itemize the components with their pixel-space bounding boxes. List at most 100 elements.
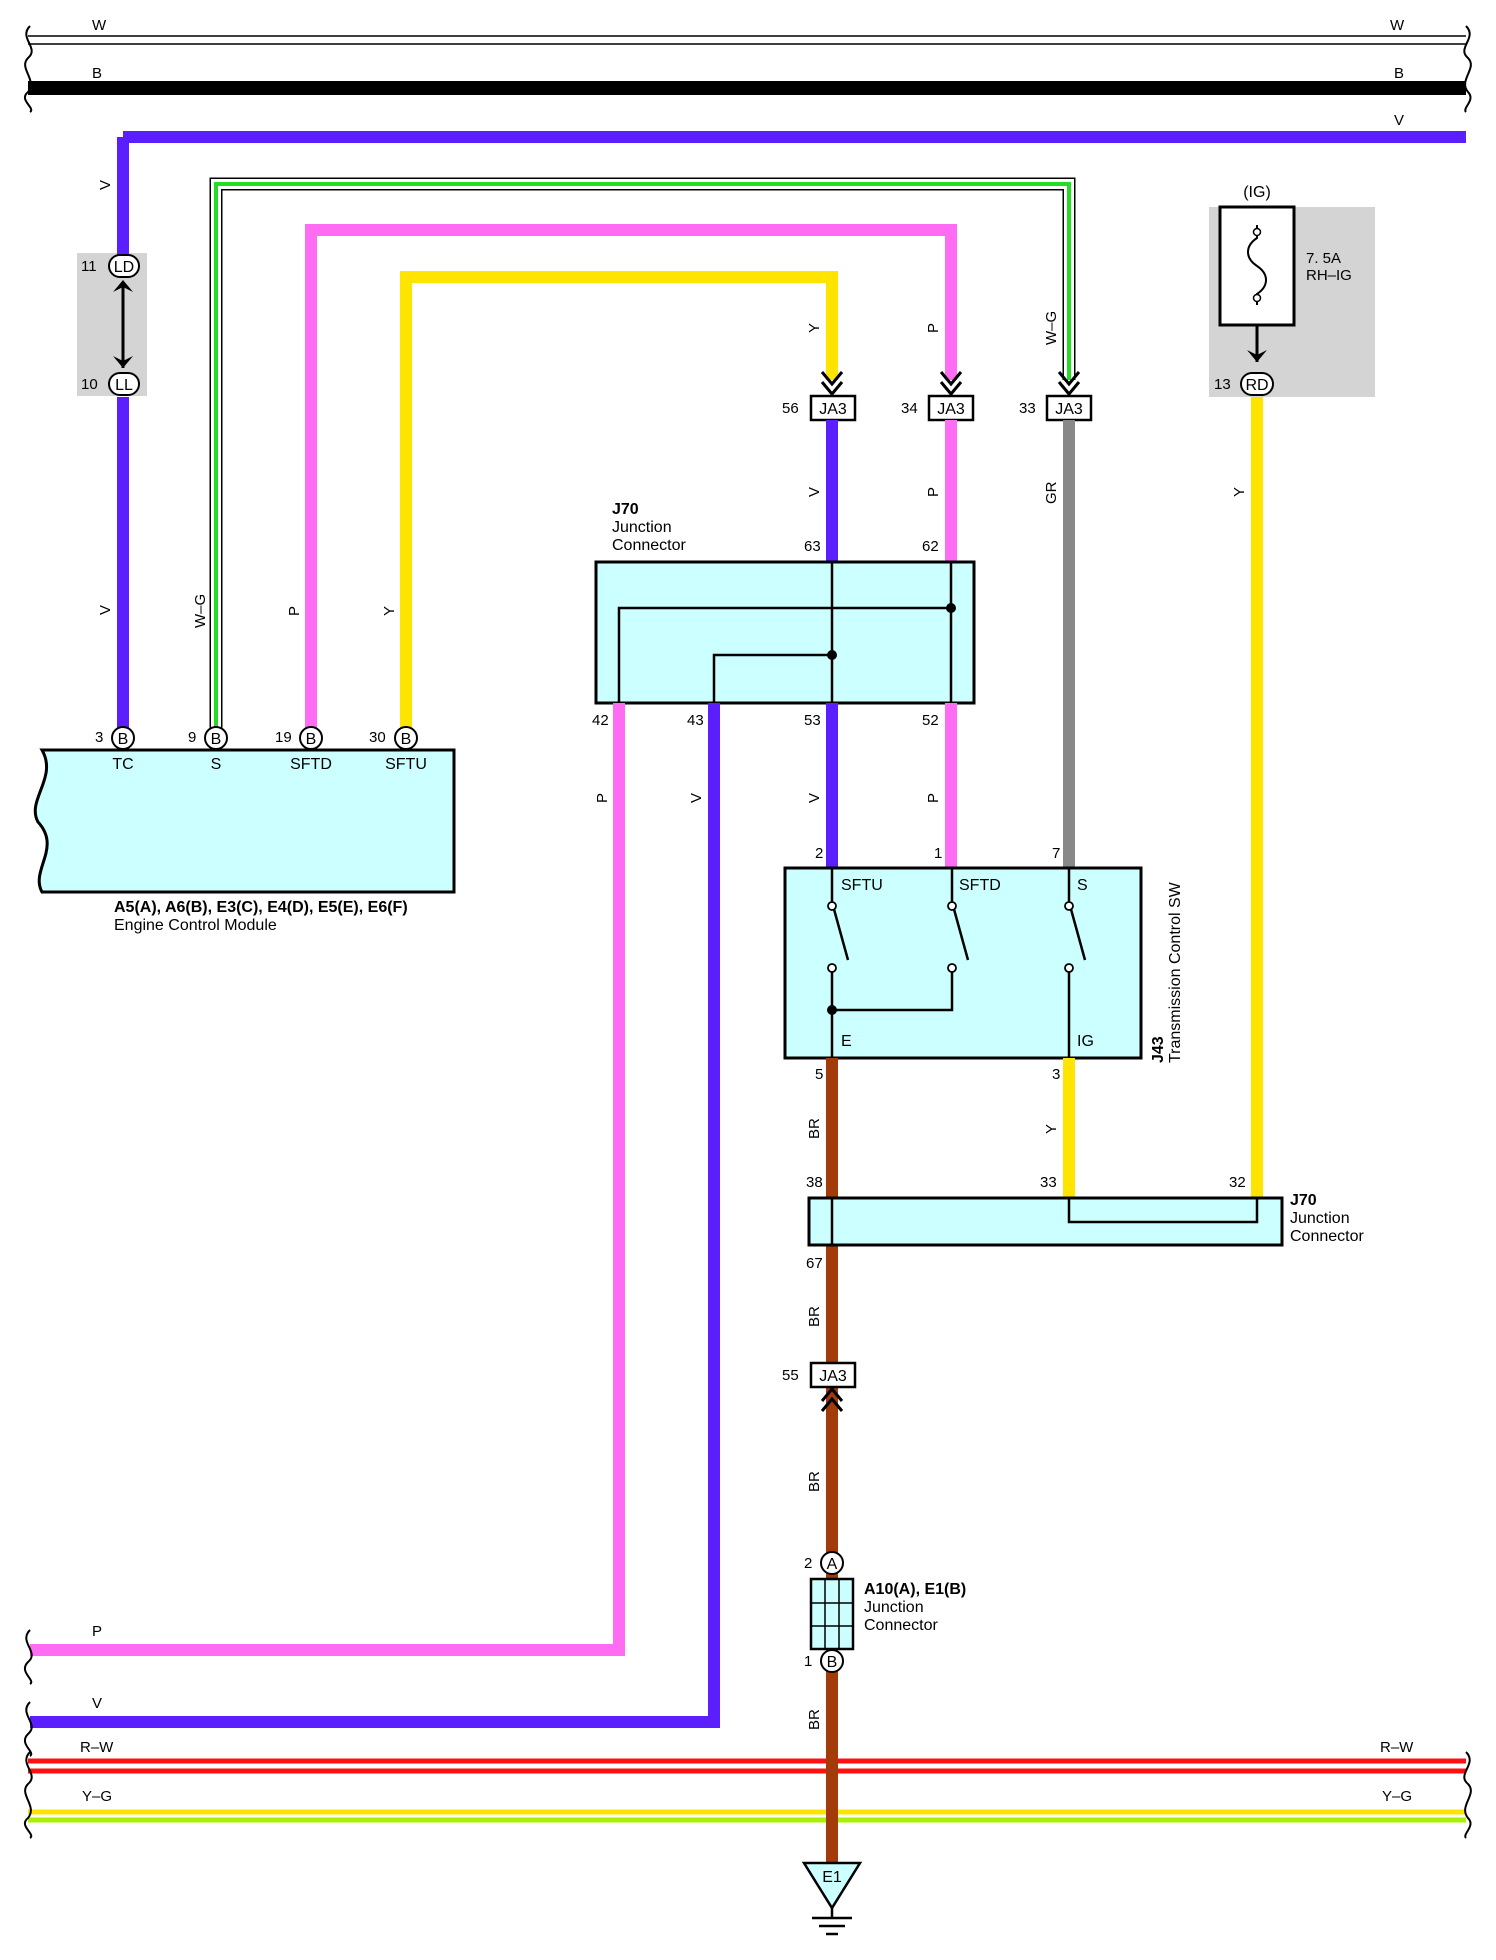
j70-mid-line2: Connector xyxy=(1290,1228,1364,1245)
j70-mid-line1: Junction xyxy=(1290,1210,1350,1227)
rd-pin: 13 xyxy=(1214,376,1231,393)
wire-v-43-label: V xyxy=(688,793,705,803)
j70-top-pin-43: 43 xyxy=(687,712,704,729)
j70-top-pin-62: 62 xyxy=(922,538,939,555)
bus-w xyxy=(28,35,1466,45)
ecm-term-circle-sftu xyxy=(394,726,418,750)
ja3-bottom-chevron-icon xyxy=(820,1386,844,1412)
j70-top-pin-63: 63 xyxy=(804,538,821,555)
ecm-box xyxy=(33,748,456,894)
switch-code: J43 xyxy=(1150,1036,1167,1063)
wire-v-53-label: V xyxy=(806,793,823,803)
wire-p-return xyxy=(30,703,625,1656)
ecm-term-tc: TC xyxy=(112,756,133,773)
rd-code: RD xyxy=(1245,377,1268,394)
ll-connector xyxy=(108,372,140,396)
wire-p-42-label: P xyxy=(594,793,611,803)
ja3-chevron-1-icon xyxy=(820,371,844,397)
ja3-2-pin: 34 xyxy=(901,400,918,417)
ll-arrow-icon xyxy=(113,356,133,368)
wire-p-ja3-label: P xyxy=(925,323,942,333)
ecm-pin-sftu: 30 xyxy=(369,729,386,746)
j70-mid-pin-32: 32 xyxy=(1229,1174,1246,1191)
ja3-bottom-box xyxy=(809,1361,857,1389)
fuse-arrow-icon xyxy=(1247,350,1267,362)
bus-yg-left-label: Y–G xyxy=(82,1788,112,1805)
ecm-pin-sftd: 19 xyxy=(275,729,292,746)
ja3-3-pin: 33 xyxy=(1019,400,1036,417)
ecm-term-circle-sftd xyxy=(299,726,323,750)
a10-pin-b: 1 xyxy=(804,1653,812,1670)
wire-br-ja3-label: BR xyxy=(806,1471,823,1492)
fuse-pin-bottom xyxy=(1252,293,1262,303)
ecm-term-s: S xyxy=(211,756,222,773)
ecm-term-sftu: SFTU xyxy=(385,756,427,773)
switch-term-ig: IG xyxy=(1077,1033,1094,1050)
bus-top-right-break xyxy=(1463,25,1472,113)
bus-b-left-label: B xyxy=(92,65,102,82)
wire-wg-ecm-label: W–G xyxy=(192,594,209,628)
bus-yg-right-label: Y–G xyxy=(1382,1788,1412,1805)
ld-arrow-icon xyxy=(113,280,133,292)
a10-pin-a: 2 xyxy=(804,1555,812,1572)
ground-code: E1 xyxy=(822,1869,842,1886)
switch-pin-s: 7 xyxy=(1052,845,1060,862)
bus-w-left-label: W xyxy=(92,17,107,34)
ja3-3-code: JA3 xyxy=(1055,401,1083,418)
ecm-code-sftu: B xyxy=(401,731,412,748)
wire-v-ja3-down-label: V xyxy=(806,487,823,497)
ja3-chevron-3-icon xyxy=(1057,371,1081,397)
j70-top-code: J70 xyxy=(612,501,639,518)
switch-box xyxy=(783,866,1143,1060)
switch-pin-e: 5 xyxy=(815,1066,823,1083)
bus-rw-right-label: R–W xyxy=(1380,1739,1414,1756)
j70-top-pin-53: 53 xyxy=(804,712,821,729)
j70-mid-pin-67: 67 xyxy=(806,1255,823,1272)
bus-rw-left-label: R–W xyxy=(80,1739,114,1756)
wire-br-a10-label: BR xyxy=(806,1709,823,1730)
j70-top-pin-52: 52 xyxy=(922,712,939,729)
switch-pin-sftu: 2 xyxy=(815,845,823,862)
ld-ll-shade xyxy=(77,253,147,396)
switch-term-sftu: SFTU xyxy=(841,877,883,894)
fuse-rating: 7. 5A xyxy=(1306,250,1341,267)
ecm-pin-s: 9 xyxy=(188,729,196,746)
wire-y-ig-label: Y xyxy=(1043,1124,1060,1134)
switch-internal xyxy=(830,868,1087,1058)
ecm-code-tc: B xyxy=(118,731,129,748)
ja3-bottom-pin: 55 xyxy=(782,1367,799,1384)
ecm-pin-tc: 3 xyxy=(95,729,103,746)
wire-p-upper xyxy=(305,224,957,736)
j70-top-internal xyxy=(617,562,953,703)
ja3-bottom-code: JA3 xyxy=(819,1368,847,1385)
bus-bottom-right-break xyxy=(1463,1751,1472,1839)
wire-v-lower-label: V xyxy=(97,605,114,615)
a10-code-a: A xyxy=(827,1556,838,1573)
ja3-box-2 xyxy=(927,394,975,422)
ll-code: LL xyxy=(115,377,133,394)
wire-y-fuse-label: Y xyxy=(1231,487,1248,497)
switch-name: Transmission Control SW xyxy=(1167,881,1184,1063)
j70-top-line1: Junction xyxy=(612,519,672,536)
a10-line2: Connector xyxy=(864,1617,938,1634)
switch-pin-sftd: 1 xyxy=(934,845,942,862)
j70-top-pin-42: 42 xyxy=(592,712,609,729)
bus-w-right-label: W xyxy=(1390,17,1405,34)
ecm-code-s: B xyxy=(211,731,222,748)
wire-p-ja3-down-label: P xyxy=(925,487,942,497)
bus-v-left-label: V xyxy=(92,1695,102,1712)
wire-y-ja3-label: Y xyxy=(806,323,823,333)
j70-top-node-2 xyxy=(827,650,837,660)
a10-box xyxy=(809,1577,855,1651)
wire-y-ecm-label: Y xyxy=(381,606,398,616)
j70-mid-pin-38: 38 xyxy=(806,1174,823,1191)
a10-term-b-circle xyxy=(820,1649,844,1673)
j70-top-node-1 xyxy=(946,603,956,613)
wire-p-ecm-label: P xyxy=(286,606,303,616)
wire-v-upper-label: V xyxy=(97,180,114,190)
ja3-1-pin: 56 xyxy=(782,400,799,417)
ecm-code-sftd: B xyxy=(306,731,317,748)
ground-icon xyxy=(801,1861,863,1911)
switch-term-e: E xyxy=(841,1033,852,1050)
